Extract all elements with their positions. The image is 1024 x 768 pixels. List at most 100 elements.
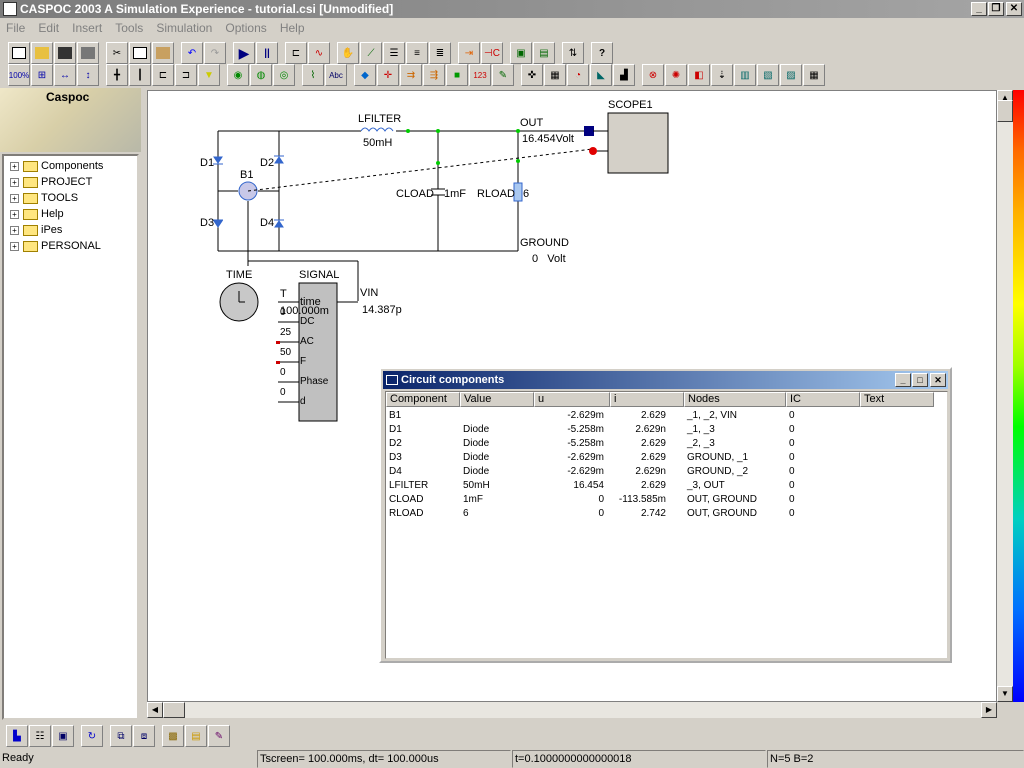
graph-tool-icon[interactable]: ⟋: [360, 42, 382, 64]
grid-cell[interactable]: 0: [789, 452, 795, 463]
list-tool-icon[interactable]: ☰: [383, 42, 405, 64]
help-icon[interactable]: ?: [591, 42, 613, 64]
chip-tool-icon[interactable]: ▥: [734, 64, 756, 86]
grid-cell[interactable]: D4: [389, 466, 402, 477]
zoom-100-icon[interactable]: 100%: [8, 64, 30, 86]
col-header-nodes[interactable]: Nodes: [684, 392, 786, 407]
grid-cell[interactable]: OUT, GROUND: [687, 508, 757, 519]
grid-cell[interactable]: 0: [789, 508, 795, 519]
grid-cell[interactable]: 0: [598, 508, 604, 519]
grid-cell[interactable]: D3: [389, 452, 402, 463]
grid-cell[interactable]: 2.629: [640, 410, 666, 421]
brush-icon[interactable]: ⌇: [302, 64, 324, 86]
expand-icon[interactable]: +: [10, 193, 19, 203]
pencil-edit-icon[interactable]: ✎: [208, 725, 230, 747]
folder-image-icon[interactable]: ▤: [185, 725, 207, 747]
grid-cell[interactable]: 0: [789, 494, 795, 505]
menu-insert[interactable]: Insert: [72, 21, 103, 35]
grid-cell[interactable]: OUT, GROUND: [687, 494, 757, 505]
col-header-value[interactable]: Value: [460, 392, 534, 407]
fill-tool-icon[interactable]: ◣: [590, 64, 612, 86]
sort-tool-icon[interactable]: ⇣: [711, 64, 733, 86]
align-center-icon[interactable]: ╋: [106, 64, 128, 86]
globe-search-icon[interactable]: ◎: [273, 64, 295, 86]
minimize-button[interactable]: _: [971, 2, 987, 16]
target-tool-icon[interactable]: ⊗: [642, 64, 664, 86]
clock-icon[interactable]: ◔: [567, 64, 589, 86]
grid-cell[interactable]: 0: [789, 466, 795, 477]
menu-tools[interactable]: Tools: [115, 21, 144, 35]
grid-cell[interactable]: -113.585m: [618, 494, 666, 505]
grid-cell[interactable]: GROUND, _2: [687, 466, 749, 477]
grid-cell[interactable]: 0: [789, 480, 795, 491]
close-button[interactable]: ✕: [1006, 2, 1022, 16]
hierarchy-icon[interactable]: ☷: [29, 725, 51, 747]
grid-cell[interactable]: 2.629n: [635, 466, 666, 477]
copy-icon[interactable]: [129, 42, 151, 64]
wire-tool-icon[interactable]: ∿: [308, 42, 330, 64]
plot-list-icon[interactable]: ≡: [406, 42, 428, 64]
col-header-ic[interactable]: IC: [786, 392, 860, 407]
grid-cell[interactable]: Diode: [463, 466, 490, 477]
zoom-height-icon[interactable]: ↕: [77, 64, 99, 86]
center-tool-icon[interactable]: ✜: [521, 64, 543, 86]
grid-cell[interactable]: _1, _2, VIN: [687, 410, 738, 421]
windows-tile-icon[interactable]: ⧉: [110, 725, 132, 747]
grid-cell[interactable]: LFILTER: [389, 480, 429, 491]
expand-icon[interactable]: +: [10, 241, 19, 251]
align-left-icon[interactable]: ⊏: [152, 64, 174, 86]
print-icon[interactable]: [77, 42, 99, 64]
expand-icon[interactable]: +: [10, 209, 19, 219]
zoom-fit-icon[interactable]: ⊞: [31, 64, 53, 86]
bar-chart-icon[interactable]: ▟: [613, 64, 635, 86]
arrow-tool-2-icon[interactable]: ⇶: [423, 64, 445, 86]
new-file-icon[interactable]: [8, 42, 30, 64]
windows-cascade-icon[interactable]: ⧈: [133, 725, 155, 747]
burst-tool-icon[interactable]: ✺: [665, 64, 687, 86]
settings-list-icon[interactable]: ≣: [429, 42, 451, 64]
col-header-u[interactable]: u: [534, 392, 610, 407]
col-header-i[interactable]: i: [610, 392, 684, 407]
grid-cell[interactable]: 2.742: [640, 508, 666, 519]
probe-icon[interactable]: ▼: [198, 64, 220, 86]
col-header-text[interactable]: Text: [860, 392, 934, 407]
export-tool-icon[interactable]: ⇥: [458, 42, 480, 64]
cw-maximize-button[interactable]: □: [912, 373, 928, 387]
grid-cell[interactable]: -2.629m: [567, 452, 604, 463]
redo-icon[interactable]: ↷: [204, 42, 226, 64]
open-folder-icon[interactable]: [31, 42, 53, 64]
pause-simulation-icon[interactable]: ||: [256, 42, 278, 64]
library-edit-icon[interactable]: ▤: [533, 42, 555, 64]
save-icon[interactable]: [54, 42, 76, 64]
chip-icon[interactable]: ▣: [52, 725, 74, 747]
menu-edit[interactable]: Edit: [38, 21, 60, 35]
grid-cell[interactable]: -5.258m: [567, 438, 604, 449]
tree-item-personal[interactable]: +PERSONAL: [10, 238, 101, 254]
expand-icon[interactable]: +: [10, 225, 19, 235]
color-palette-icon[interactable]: ◆: [354, 64, 376, 86]
scroll-right-icon[interactable]: ▶: [981, 702, 997, 718]
tree-item-project[interactable]: +PROJECT: [10, 174, 92, 190]
grid-cell[interactable]: Diode: [463, 452, 490, 463]
globe-doc-icon[interactable]: ◍: [250, 64, 272, 86]
grid-cell[interactable]: -5.258m: [567, 424, 604, 435]
scroll-left-icon[interactable]: ◀: [147, 702, 163, 718]
image-icon[interactable]: ▩: [162, 725, 184, 747]
grid-cell[interactable]: -2.629m: [567, 466, 604, 477]
component-tool-icon[interactable]: ◧: [688, 64, 710, 86]
text-label-icon[interactable]: Abc: [325, 64, 347, 86]
chip-tool-3-icon[interactable]: ▨: [780, 64, 802, 86]
network-tool-icon[interactable]: ⇅: [562, 42, 584, 64]
arrow-tool-icon[interactable]: ⇉: [400, 64, 422, 86]
grid-cell[interactable]: D1: [389, 424, 402, 435]
grid-cell[interactable]: _2, _3: [687, 438, 715, 449]
undo-icon[interactable]: ↶: [181, 42, 203, 64]
grid-cell[interactable]: 2.629: [640, 452, 666, 463]
scroll-thumb-horizontal[interactable]: [163, 702, 185, 718]
grid-cell[interactable]: CLOAD: [389, 494, 424, 505]
grid-cell[interactable]: 0: [789, 424, 795, 435]
grid-cell[interactable]: _1, _3: [687, 424, 715, 435]
scroll-thumb-vertical[interactable]: [997, 100, 1013, 122]
connector-tool-icon[interactable]: ⊣C: [481, 42, 503, 64]
refresh-icon[interactable]: ↻: [81, 725, 103, 747]
